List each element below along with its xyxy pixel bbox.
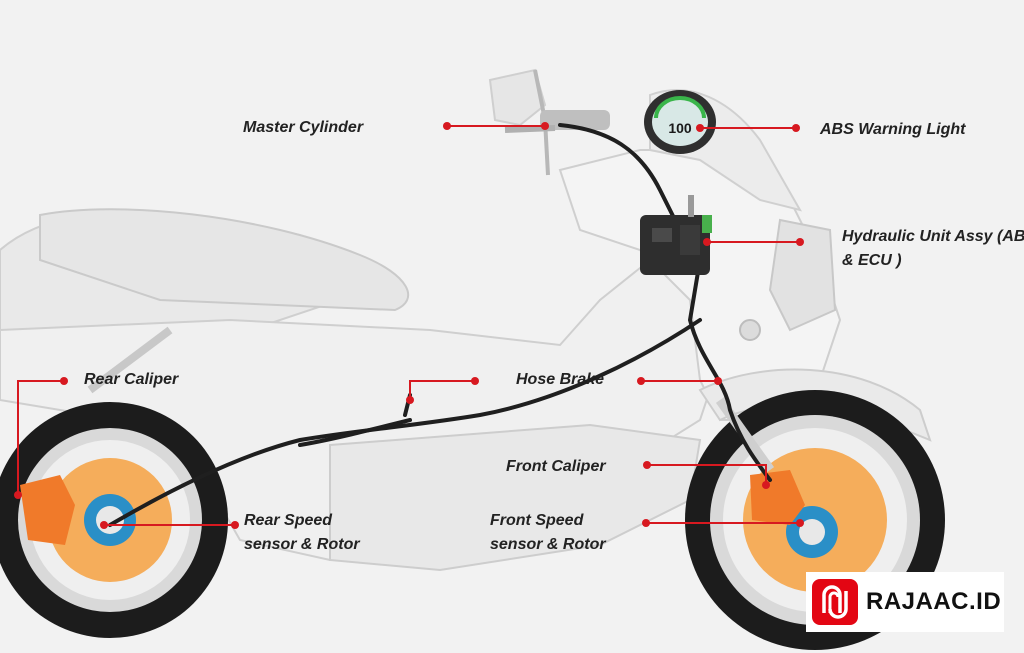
label-front-caliper: Front Caliper <box>506 458 606 475</box>
label-hydraulic-unit-line2: & ECU ) <box>842 252 902 269</box>
leader-rear-caliper <box>17 380 64 495</box>
seat <box>39 208 410 312</box>
label-rear-speed-line1: Rear Speed <box>244 512 333 529</box>
brand-logo-icon <box>812 579 858 625</box>
label-abs-warning-light: ABS Warning Light <box>820 121 966 138</box>
leader-front-caliper <box>647 464 767 485</box>
label-front-speed-line2: sensor & Rotor <box>490 536 606 553</box>
leader-lines <box>17 125 800 526</box>
label-front-speed-line1: Front Speed <box>490 512 584 529</box>
label-hose-brake: Hose Brake <box>516 371 605 388</box>
label-rear-caliper: Rear Caliper <box>84 371 179 388</box>
label-rear-speed-line2: sensor & Rotor <box>244 536 360 553</box>
rear-caliper-shape <box>20 475 75 545</box>
brake-hoses <box>108 123 772 527</box>
leader-hose-brake <box>409 380 475 400</box>
abs-meter: 100 <box>644 90 716 154</box>
meter-reading: 100 <box>668 120 692 136</box>
brand-watermark: RAJAAC.ID <box>806 572 1004 632</box>
leader-dots <box>14 122 804 529</box>
rear-wheel <box>0 402 228 638</box>
headlight <box>768 218 837 332</box>
label-hydraulic-unit-line1: Hydraulic Unit Assy (AB <box>842 228 1024 245</box>
label-master-cylinder: Master Cylinder <box>243 119 364 136</box>
hydraulic-unit <box>640 195 712 275</box>
brand-name: RAJAAC.ID <box>866 588 1002 615</box>
